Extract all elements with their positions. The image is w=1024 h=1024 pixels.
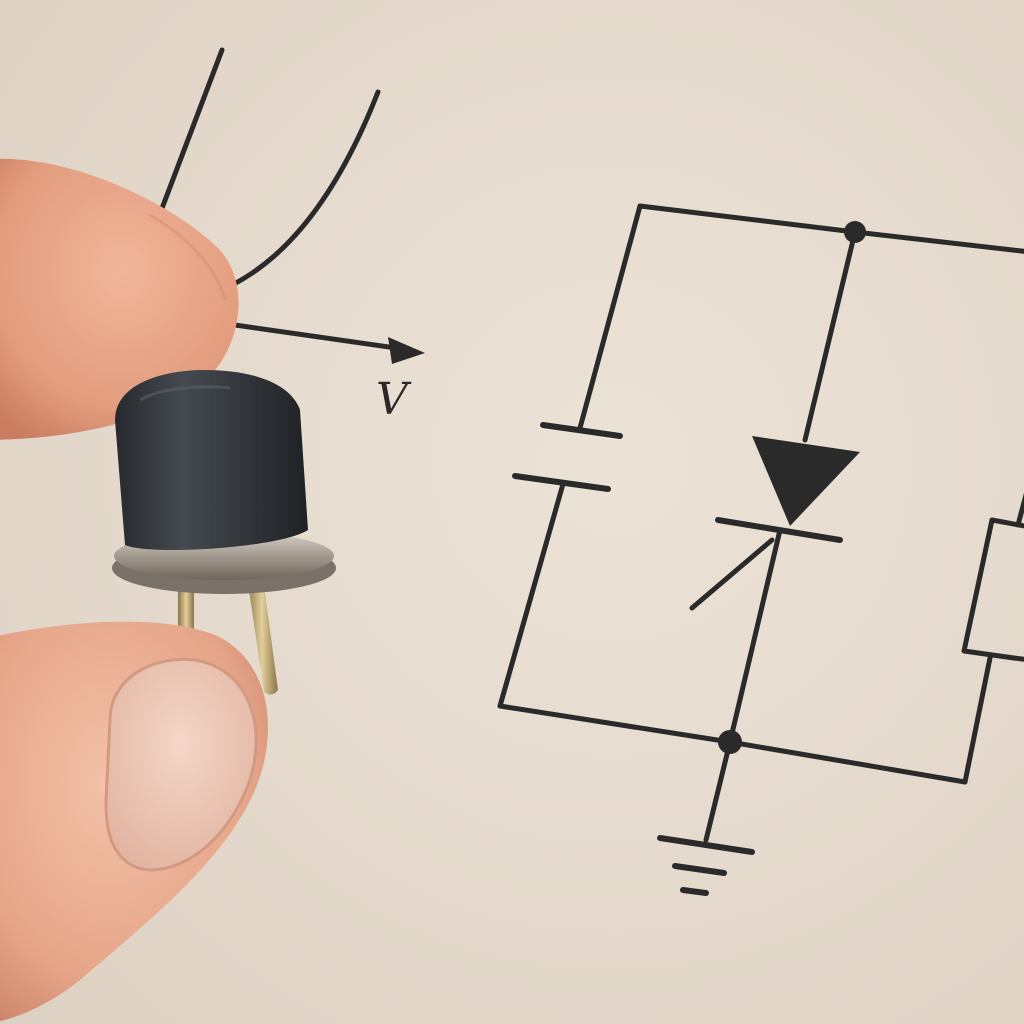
wire-ground <box>703 739 733 843</box>
diode-tuning-arrow <box>689 537 775 611</box>
wire-bottom-left <box>497 703 733 745</box>
graph-curve <box>229 89 381 288</box>
wire-bottom-right <box>727 739 968 785</box>
wire-resistor-bottom <box>962 655 993 785</box>
thumb <box>0 621 268 1022</box>
wire-diode-top <box>802 229 858 443</box>
ground-bar-3 <box>680 887 709 896</box>
x-axis-label: V <box>376 374 412 425</box>
component-body <box>115 370 308 551</box>
index-finger-skin <box>0 158 239 440</box>
wire-top-right <box>852 229 1024 254</box>
battery-plate-short <box>540 422 623 439</box>
component-lead-right <box>246 570 278 695</box>
electronic-component <box>112 370 336 695</box>
wire-top-left <box>637 203 858 235</box>
junction-dot-bottom <box>718 730 742 754</box>
ground-bar-2 <box>672 863 727 876</box>
wire-left-upper <box>577 203 643 431</box>
x-axis-arrowhead <box>388 337 425 364</box>
schematic <box>497 203 1024 896</box>
wire-resistor-top <box>1015 492 1024 528</box>
ground-bar-1 <box>657 835 755 855</box>
thumbnail <box>104 657 258 872</box>
wire-diode-bottom <box>727 527 783 745</box>
graph-x-axis <box>232 322 413 353</box>
wire-left-lower <box>497 481 566 709</box>
junction-dot-top <box>844 221 866 243</box>
index-finger <box>0 158 239 440</box>
diode-triangle <box>752 436 860 526</box>
